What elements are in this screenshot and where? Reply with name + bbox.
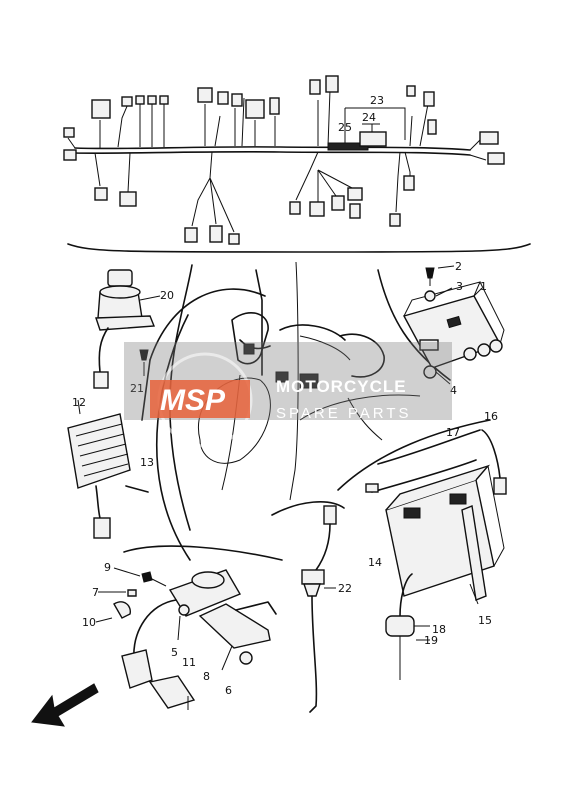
callout-25: 25 <box>338 121 352 134</box>
harness-group-bracket <box>67 243 531 253</box>
callout-11: 11 <box>182 656 196 669</box>
callout-10: 10 <box>82 616 96 629</box>
callout-1: 1 <box>480 280 487 293</box>
callout-23: 23 <box>370 94 384 107</box>
rectifier-regulator: 12 13 <box>67 396 154 539</box>
callout-16: 16 <box>484 410 498 423</box>
callout-24: 24 <box>362 111 376 124</box>
callout-12: 12 <box>72 396 86 409</box>
callout-13: 13 <box>140 456 154 469</box>
callout-20: 20 <box>160 289 174 302</box>
wire-harness: 23 24 25 <box>63 75 505 245</box>
section-divider-mid <box>271 501 345 516</box>
section-divider-left-lower <box>155 314 191 561</box>
callout-18: 18 <box>432 623 446 636</box>
cdi-unit-assembly: 2 3 1 4 <box>402 260 505 397</box>
callout-7: 7 <box>92 586 99 599</box>
front-direction-arrow-icon <box>31 683 99 727</box>
callout-9: 9 <box>104 561 111 574</box>
callout-6: 6 <box>225 684 232 697</box>
main-switch-assembly: 20 21 <box>93 269 174 395</box>
callout-22: 22 <box>338 582 352 595</box>
callout-4: 4 <box>450 384 457 397</box>
watermark-logo: MSP <box>160 384 226 417</box>
watermark-subtitle: SPARE PARTS <box>276 405 412 422</box>
section-divider-left <box>169 264 193 531</box>
callout-14: 14 <box>368 556 382 569</box>
callout-5: 5 <box>171 646 178 659</box>
frame-center-view <box>141 261 421 501</box>
callout-3: 3 <box>456 280 463 293</box>
watermark-title: MOTORCYCLE <box>276 377 407 396</box>
callout-2: 2 <box>455 260 462 273</box>
callout-21: 21 <box>130 382 144 395</box>
section-divider-battery <box>337 419 491 491</box>
coil-group-bracket <box>123 545 283 561</box>
section-divider-right <box>377 269 451 381</box>
battery-assembly: 14 15 16 17 18 19 <box>365 410 507 680</box>
neutral-switch-lead: 22 <box>301 505 352 713</box>
watermark-logo-badge <box>150 380 250 418</box>
callout-19: 19 <box>424 634 438 647</box>
callout-15: 15 <box>478 614 492 627</box>
ignition-coil-assembly: 9 7 10 5 8 6 11 <box>82 545 283 710</box>
watermark: MSP MOTORCYCLE SPARE PARTS <box>124 342 452 448</box>
callout-17: 17 <box>446 426 460 439</box>
callout-8: 8 <box>203 670 210 683</box>
